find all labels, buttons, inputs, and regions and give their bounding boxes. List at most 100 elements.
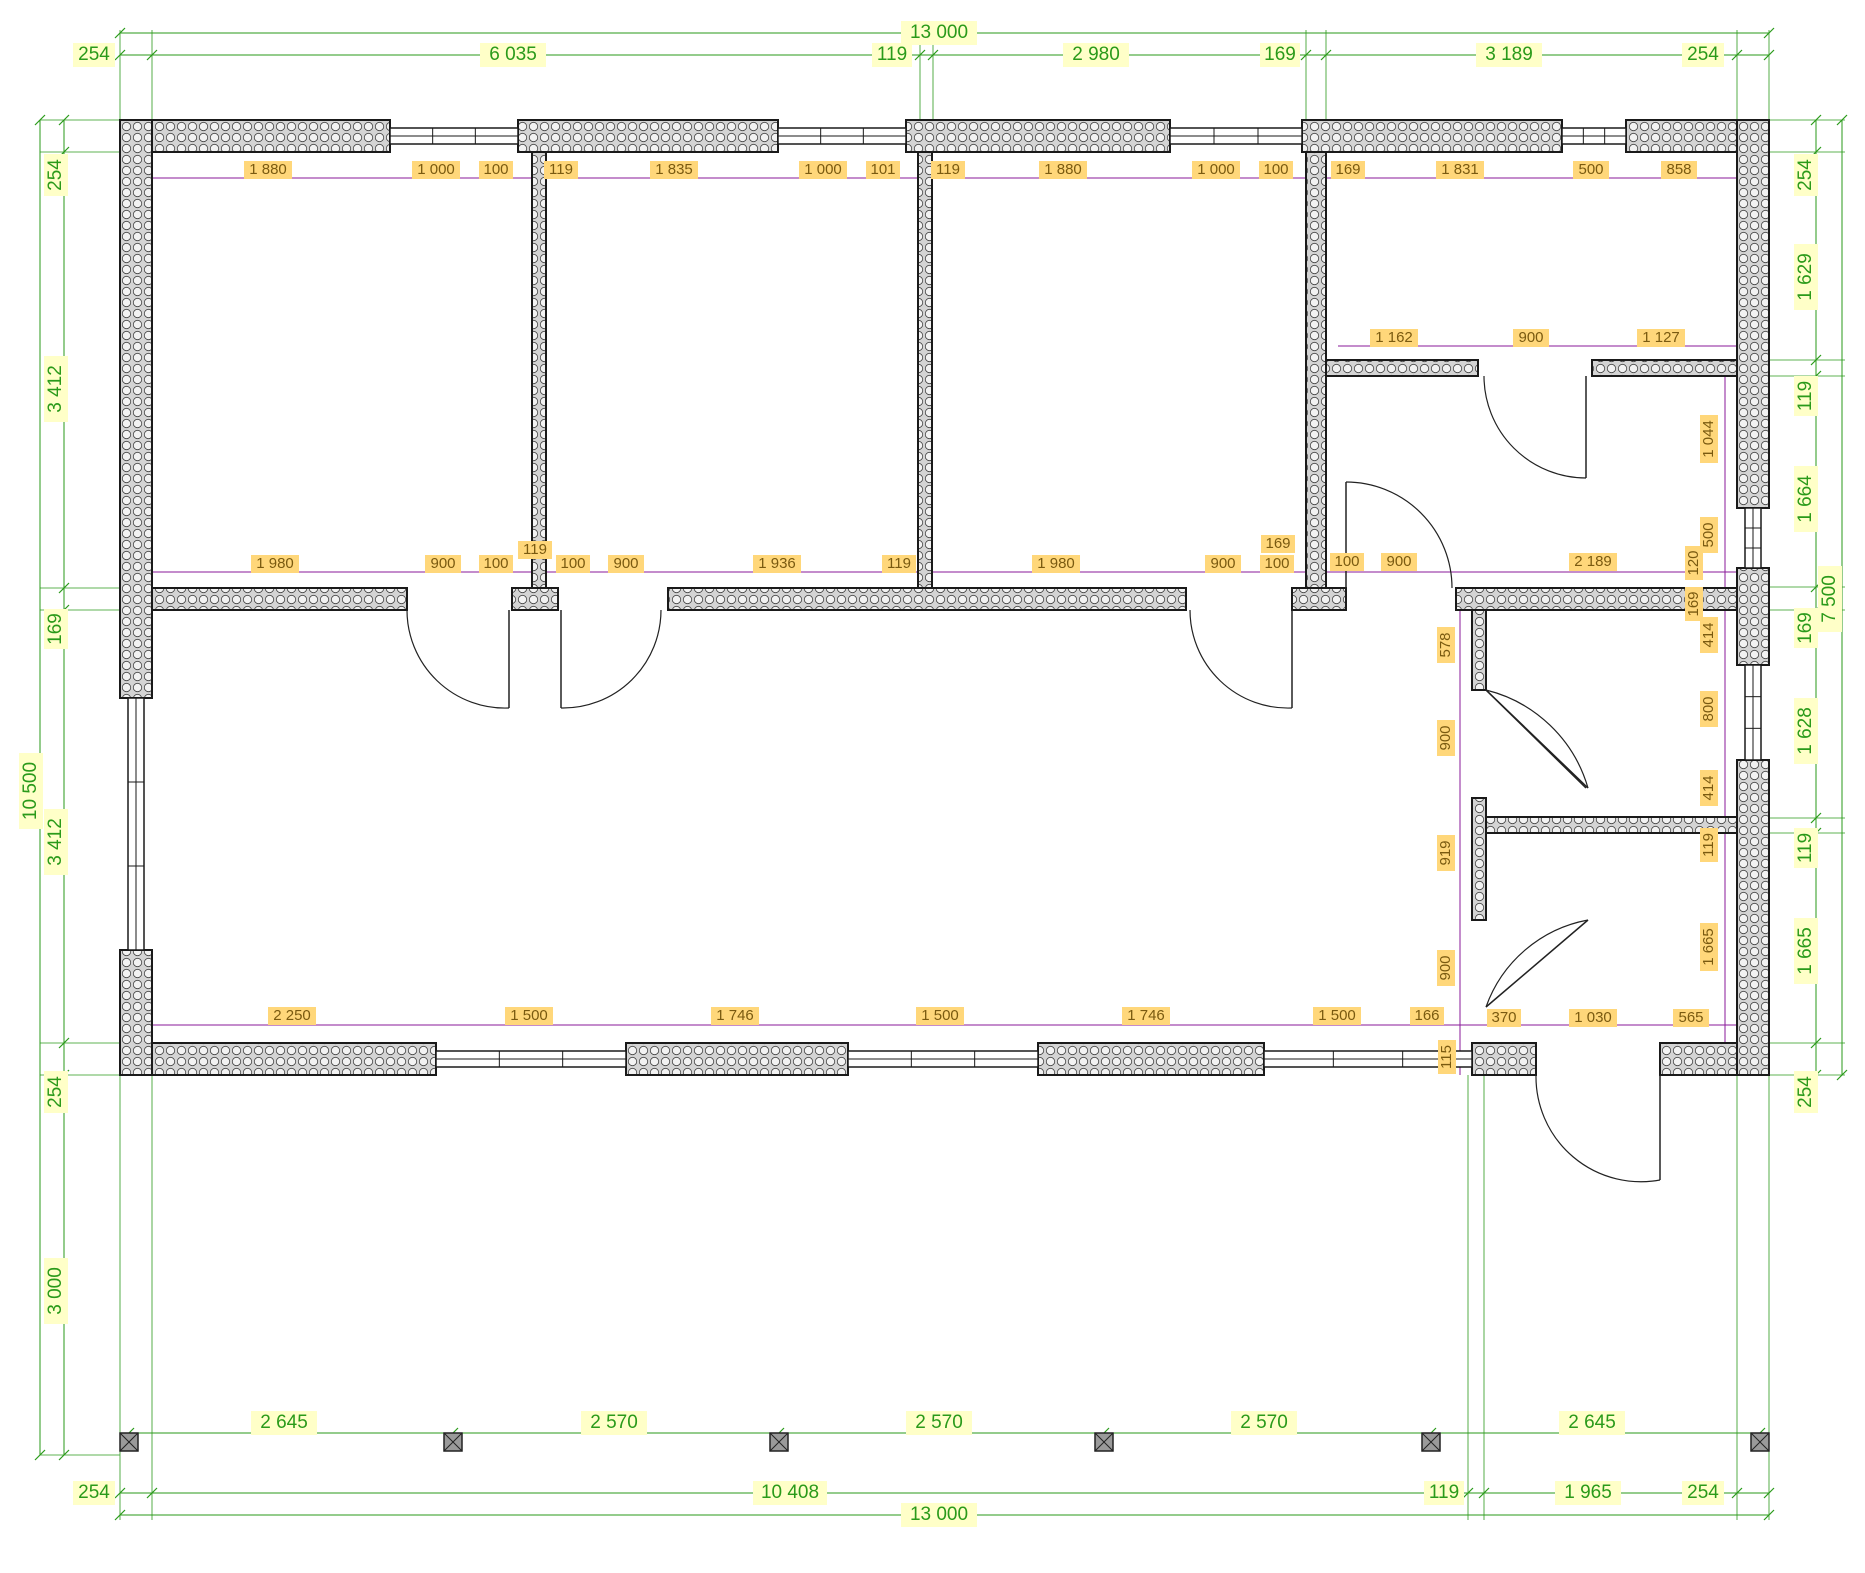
dim-label: 1 000	[417, 161, 455, 178]
dim-label: 254	[1795, 1076, 1816, 1108]
dim-int-right-col: 414	[1700, 617, 1718, 653]
dim-int-bottom: 1 500	[916, 1007, 964, 1025]
dim-right-overall: 7 500	[1818, 566, 1842, 632]
dim-label: 1 500	[510, 1007, 548, 1024]
exterior-wall	[1301, 119, 1563, 153]
door-swing-arc	[1483, 375, 1587, 479]
door-swing-icon	[560, 609, 662, 709]
dim-label: 119	[1700, 833, 1717, 857]
dim-label: 3 000	[45, 1267, 66, 1315]
dim-int-right-col: 119	[1700, 828, 1718, 862]
dim-column-span: 2 570	[1231, 1411, 1297, 1435]
dim-right-seg: 1 629	[1794, 244, 1818, 310]
dim-int-bottom: 1 500	[505, 1007, 553, 1025]
dim-right-seg: 1 664	[1794, 466, 1818, 532]
column-cross	[1421, 1432, 1441, 1452]
dim-left-seg: 3 412	[44, 809, 68, 875]
dim-label: 119	[1429, 1482, 1459, 1503]
column-post-icon	[1094, 1432, 1114, 1452]
dim-int-top: 100	[479, 161, 513, 179]
dim-label: 1 629	[1795, 253, 1816, 301]
dim-label: 1 980	[1037, 555, 1075, 572]
exterior-wall	[119, 119, 153, 699]
door-swing-arc	[1485, 919, 1589, 1008]
dim-right-seg: 254	[1794, 1071, 1818, 1113]
dim-column-span: 2 645	[1559, 1411, 1625, 1435]
dim-label: 3 189	[1485, 44, 1533, 65]
dim-label: 1 965	[1564, 1482, 1612, 1503]
dim-label: 900	[1386, 553, 1411, 570]
dim-label: 2 570	[915, 1412, 963, 1433]
dim-label: 900	[430, 555, 455, 572]
dim-label: 120	[1685, 550, 1702, 575]
dim-label: 900	[613, 555, 638, 572]
dim-label: 1 500	[921, 1007, 959, 1024]
dim-label: 169	[1685, 591, 1702, 616]
column-post-icon	[119, 1432, 139, 1452]
dim-label: 169	[1335, 161, 1360, 178]
window-icon	[389, 127, 519, 145]
dim-int-corridor: 919	[1437, 835, 1455, 871]
exterior-wall	[119, 1042, 437, 1076]
window-icon	[1561, 127, 1627, 145]
dim-label: 254	[45, 159, 66, 191]
dim-label: 1 044	[1700, 420, 1717, 458]
dim-int-top: 1 880	[1039, 161, 1087, 179]
dim-label: 10 408	[761, 1482, 819, 1503]
dim-left-seg: 254	[44, 1071, 68, 1113]
dim-label: 100	[483, 161, 508, 178]
dim-int-mid: 100	[1330, 553, 1364, 571]
dim-label: 1 000	[804, 161, 842, 178]
dim-top-seg: 6 035	[480, 43, 546, 67]
dim-label: 254	[45, 1076, 66, 1108]
dim-label: 254	[78, 44, 110, 65]
dim-label: 100	[1263, 161, 1288, 178]
dim-int-mid: 100	[556, 555, 590, 573]
dim-left-seg: 3 000	[44, 1258, 68, 1324]
column-post-icon	[769, 1432, 789, 1452]
dim-label: 119	[1795, 381, 1816, 411]
window-icon	[777, 127, 907, 145]
partition-wall	[511, 587, 559, 611]
dim-label: 119	[1795, 833, 1816, 863]
dim-label: 2 189	[1574, 553, 1612, 570]
dim-int-top: 119	[544, 161, 578, 179]
dim-int-top: 1 000	[1192, 161, 1240, 179]
window-icon	[847, 1050, 1039, 1068]
dim-int-bottom: 1 746	[1122, 1007, 1170, 1025]
column-cross	[769, 1432, 789, 1452]
dim-right-seg: 1 665	[1794, 918, 1818, 984]
dim-column-span: 2 645	[251, 1411, 317, 1435]
door-swing-arc	[1189, 609, 1293, 709]
window-icon	[127, 697, 145, 951]
dim-label: 900	[1437, 725, 1454, 750]
dim-top-seg: 2 980	[1063, 43, 1129, 67]
dim-int-corridor: 115	[1438, 1040, 1456, 1074]
dim-label: 169	[1265, 535, 1290, 552]
dim-label: 6 035	[489, 44, 537, 65]
dim-label: 119	[887, 555, 911, 572]
door-leaf	[1485, 689, 1587, 789]
partition-wall	[1591, 359, 1738, 377]
dim-label: 858	[1666, 161, 1691, 178]
dim-int-bottom: 1 746	[711, 1007, 759, 1025]
dim-bottom-seg: 119	[1424, 1481, 1464, 1505]
dim-label: 100	[1334, 553, 1359, 570]
dim-label: 3 412	[45, 365, 66, 413]
column-post-icon	[1421, 1432, 1441, 1452]
dim-label: 1 500	[1318, 1007, 1356, 1024]
dim-int-corridor: 900	[1437, 950, 1455, 986]
windows-layer	[127, 127, 1762, 1068]
dim-int-top: 858	[1661, 161, 1697, 179]
window-icon	[1744, 664, 1762, 761]
dim-label: 254	[78, 1482, 110, 1503]
dim-label: 900	[1210, 555, 1235, 572]
door-swing-arc	[1345, 481, 1453, 589]
dim-int-right-col: 1 044	[1700, 415, 1718, 463]
dim-label: 565	[1678, 1009, 1703, 1026]
dim-label: 101	[870, 161, 895, 178]
dim-int-mid: 1 980	[1032, 555, 1080, 573]
dim-left-seg: 254	[44, 154, 68, 196]
dim-right-seg: 119	[1794, 376, 1818, 416]
